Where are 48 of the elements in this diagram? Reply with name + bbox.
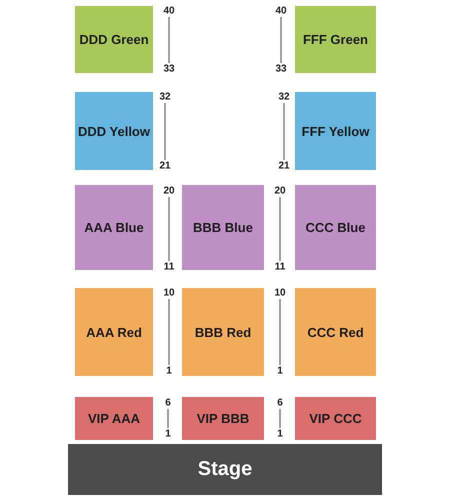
section-label: FFF Yellow	[302, 124, 370, 138]
row-number: 40	[163, 6, 175, 16]
row-number: 21	[278, 160, 290, 172]
row-number: 32	[278, 92, 290, 102]
stage	[68, 444, 382, 495]
row-number: 1	[277, 366, 283, 376]
row-number: 21	[159, 160, 171, 172]
row-number: 20	[163, 186, 175, 196]
section-label: BBB Red	[194, 324, 252, 340]
row-number: 11	[164, 262, 174, 272]
seating-section	[182, 185, 264, 270]
section-label: BBB Blue	[193, 220, 253, 235]
section-label: DDD Green	[79, 32, 149, 47]
row-number: 20	[274, 186, 286, 196]
row-number: 32	[159, 92, 171, 102]
row-number: 11	[274, 262, 286, 272]
seating-section	[295, 185, 376, 270]
section-label: CCC Red	[307, 324, 364, 340]
seating-section	[75, 6, 153, 73]
section-label: VIP AAA	[88, 411, 140, 426]
row-number: 6	[277, 398, 283, 408]
row-number: 33	[275, 64, 287, 74]
section-label: AAA Blue	[84, 220, 144, 235]
seating-section	[295, 397, 376, 440]
seating-section	[295, 92, 376, 170]
row-number: 10	[274, 288, 286, 298]
row-number: 1	[277, 428, 283, 440]
row-number: 1	[165, 428, 171, 440]
row-number: 1	[166, 366, 172, 376]
section-label: CCC Blue	[306, 220, 366, 235]
seating-section	[75, 185, 153, 270]
row-number: 40	[275, 6, 287, 16]
stage-label: Stage	[198, 458, 252, 481]
section-label: DDD Yellow	[78, 124, 150, 138]
section-label: VIP CCC	[309, 411, 362, 426]
seating-section	[182, 397, 264, 440]
row-number: 10	[163, 288, 175, 298]
seating-section	[75, 397, 153, 440]
seating-section	[75, 288, 153, 376]
seating-section	[182, 288, 264, 376]
seating-section	[295, 288, 376, 376]
section-label: VIP BBB	[196, 411, 250, 426]
section-label: AAA Red	[86, 324, 142, 340]
seating-section	[295, 6, 376, 73]
seating-section	[75, 92, 153, 170]
row-number: 6	[165, 398, 171, 408]
section-label: FFF Green	[302, 32, 368, 47]
row-number: 33	[163, 64, 175, 74]
